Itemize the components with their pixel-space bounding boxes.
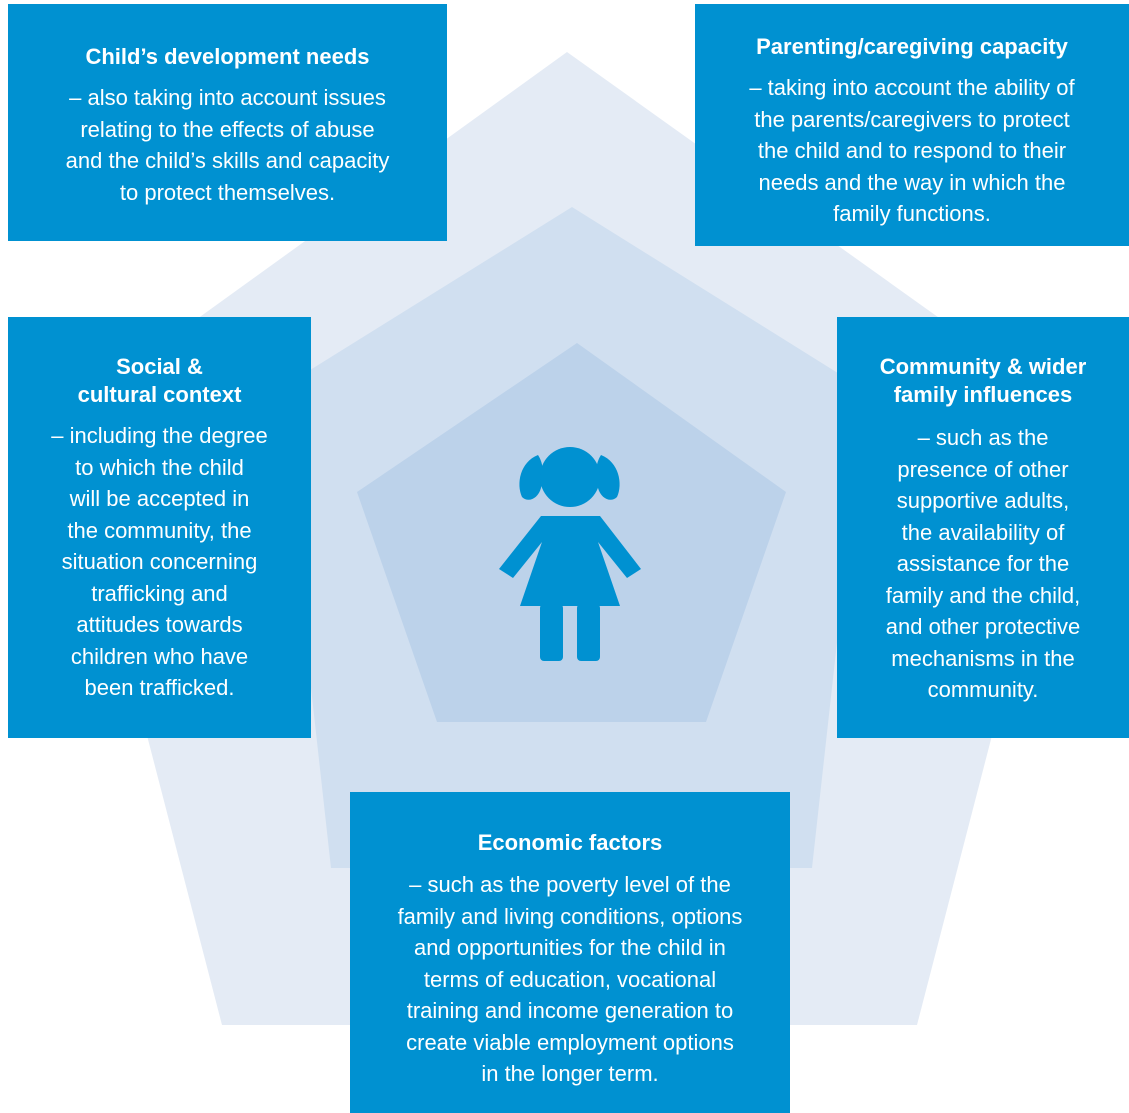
girl-child-icon <box>499 447 641 661</box>
economic-factors-title: Economic factors <box>477 830 663 855</box>
child-development-description: – also taking into account issues relati… <box>65 85 390 205</box>
parenting-capacity-box: Parenting/caregiving capacity – taking i… <box>695 4 1129 246</box>
community-family-description: – such as the presence of other supporti… <box>885 425 1081 702</box>
parenting-capacity-description: – taking into account the ability of the… <box>749 75 1075 226</box>
child-development-box: Child’s development needs – also taking … <box>8 4 447 241</box>
girl-left-leg <box>540 604 563 661</box>
economic-factors-description: – such as the poverty level of the famil… <box>397 872 743 1086</box>
community-family-box: Community & wider family influences – su… <box>837 317 1129 738</box>
girl-right-leg <box>577 604 600 661</box>
social-cultural-description: – including the degree to which the chil… <box>51 423 268 700</box>
girl-left-pigtail <box>519 455 543 500</box>
social-cultural-box: Social & cultural context – including th… <box>8 317 311 738</box>
community-family-title: Community & wider family influences <box>879 354 1087 407</box>
girl-head <box>540 447 600 507</box>
economic-factors-box: Economic factors – such as the poverty l… <box>350 792 790 1113</box>
social-cultural-title: Social & cultural context <box>77 354 242 407</box>
child-development-title: Child’s development needs <box>85 44 370 69</box>
girl-dress <box>499 516 641 606</box>
parenting-capacity-title: Parenting/caregiving capacity <box>756 34 1068 59</box>
girl-right-pigtail <box>596 455 620 500</box>
